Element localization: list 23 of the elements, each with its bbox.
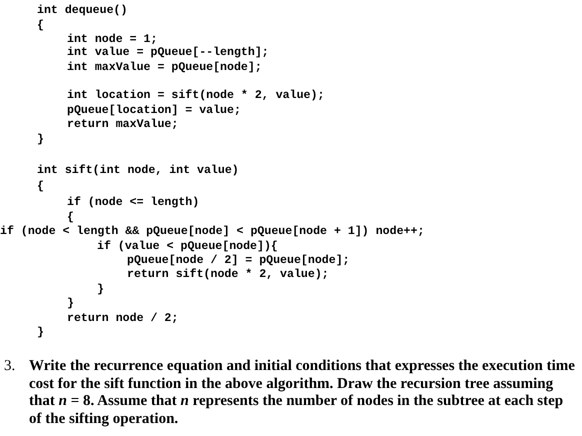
code-line: { xyxy=(37,180,44,194)
question-text: Write the recurrence equation and initial conditions that expresses the execution time cost for the sift function in the above algorithm. Draw the recursion tree assuming that n = 8. Assume that n represents the number of nodes in the subtree at each step of the sifting operation. xyxy=(29,358,576,428)
code-line: return sift(node * 2, value); xyxy=(127,268,329,282)
code-line: } xyxy=(67,297,74,311)
code-line: return node / 2; xyxy=(67,312,178,326)
code-line: int dequeue() xyxy=(37,4,128,18)
code-line: int node = 1; xyxy=(67,33,158,46)
code-line: { xyxy=(67,211,74,225)
code-line: int location = sift(node * 2, value); xyxy=(67,89,324,103)
code-line: int maxValue = pQueue[node]; xyxy=(67,61,262,75)
code-line: } xyxy=(37,326,44,340)
code-line: if (value < pQueue[node]){ xyxy=(97,240,278,254)
code-line: { xyxy=(37,19,44,33)
code-line: int sift(int node, int value) xyxy=(37,164,239,178)
code-line: } xyxy=(97,283,104,297)
code-line: pQueue[node / 2] = pQueue[node]; xyxy=(127,254,350,268)
code-line: int value = pQueue[--length]; xyxy=(67,46,269,60)
code-line: pQueue[location] = value; xyxy=(67,104,241,118)
question-number: 3. xyxy=(4,358,16,376)
code-line: if (node <= length) xyxy=(67,196,200,210)
code-line: } xyxy=(37,133,44,147)
code-line: return maxValue; xyxy=(67,118,178,132)
code-line: if (node < length && pQueue[node] < pQueue[node + 1]) node++; xyxy=(0,225,424,239)
